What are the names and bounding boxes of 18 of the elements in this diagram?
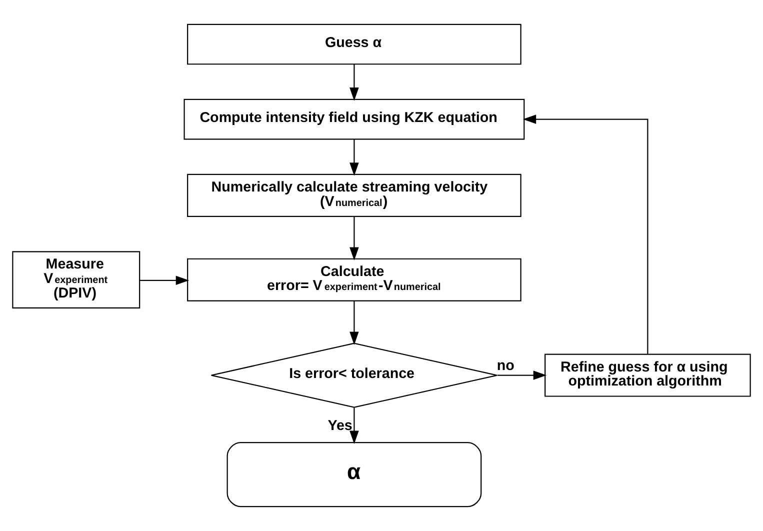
- arrow: [522, 114, 648, 354]
- node-box: Guess α: [187, 24, 522, 65]
- arrow: [350, 408, 359, 444]
- node-box: Numerically calculate streaming velocity (Vnumerical): [187, 174, 522, 217]
- node-box: Measure Vexperiment (DPIV): [12, 251, 140, 309]
- node-box: Calculate error= Vexperiment-Vnumerical: [187, 258, 522, 302]
- arrow: [498, 370, 547, 380]
- arrow: [350, 139, 359, 176]
- arrow: [350, 64, 359, 101]
- node-diamond: Is error< tolerance: [210, 342, 498, 408]
- arrow: [350, 301, 359, 345]
- node-box: Refine guess for α using optimization algorithm: [544, 354, 751, 397]
- arrow: [350, 216, 359, 261]
- edge-label: Yes: [328, 418, 352, 434]
- edge-label: no: [496, 358, 514, 374]
- arrow: [140, 276, 190, 286]
- node-box: Compute intensity field using KZK equation: [184, 98, 525, 140]
- node-box: α: [226, 442, 482, 508]
